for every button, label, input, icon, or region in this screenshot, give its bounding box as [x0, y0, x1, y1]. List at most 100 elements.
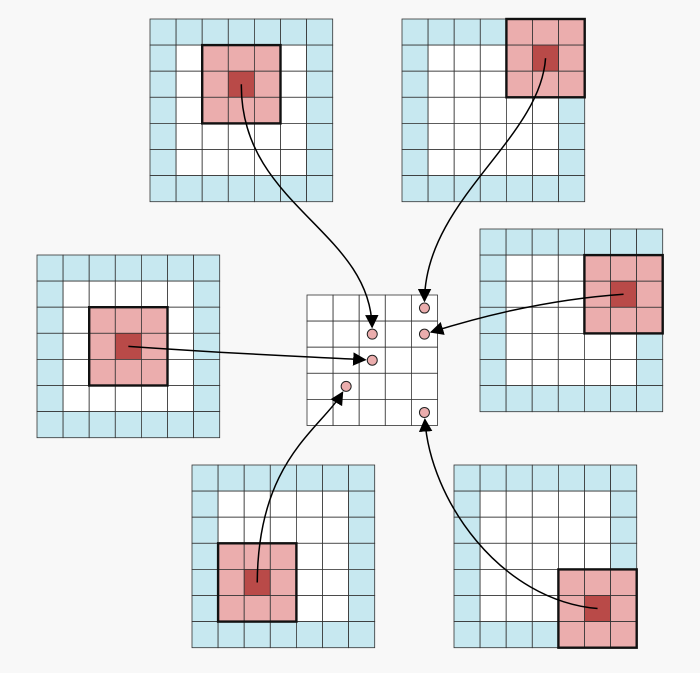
- padding-cell: [505, 385, 533, 413]
- padding-cell: [558, 96, 586, 124]
- padding-cell: [348, 621, 376, 649]
- padding-cell: [191, 516, 219, 544]
- padding-cell: [322, 621, 350, 649]
- padding-cell: [557, 385, 585, 413]
- padding-cell: [243, 464, 271, 492]
- input-cell: [62, 280, 90, 308]
- kernel-center-cell: [532, 44, 560, 72]
- output-marker-middle-left: [366, 354, 378, 366]
- input-cell: [167, 358, 195, 386]
- input-cell: [505, 332, 533, 360]
- kernel-cell: [201, 44, 229, 72]
- output-cell: [358, 372, 386, 400]
- padding-cell: [401, 70, 429, 98]
- padding-cell: [306, 123, 334, 150]
- input-cell: [269, 516, 297, 544]
- input-cell: [114, 385, 142, 413]
- kernel-cell: [636, 280, 664, 308]
- padding-cell: [227, 175, 255, 203]
- padding-cell: [193, 385, 221, 413]
- input-cell: [505, 280, 533, 308]
- arrow-middle-right: [429, 293, 624, 335]
- padding-cell: [149, 175, 177, 203]
- kernel-cell: [558, 44, 586, 72]
- kernel-cell: [243, 595, 271, 623]
- padding-cell: [531, 621, 559, 649]
- output-marker-top-right: [418, 302, 430, 314]
- padding-cell: [505, 464, 533, 492]
- input-cell: [295, 516, 323, 544]
- padding-cell: [505, 175, 533, 203]
- kernel-cell: [88, 358, 116, 386]
- input-cell: [427, 149, 455, 177]
- padding-cell: [62, 254, 90, 282]
- padding-cell: [610, 228, 638, 256]
- padding-cell: [193, 358, 221, 386]
- input-cell: [453, 149, 481, 177]
- kernel-cell: [253, 96, 281, 124]
- input-cell: [557, 332, 585, 360]
- padding-cell: [348, 569, 376, 596]
- padding-cell: [557, 228, 585, 256]
- padding-cell: [610, 490, 638, 518]
- padding-cell: [348, 595, 376, 623]
- padding-cell: [62, 411, 90, 439]
- padding-cell: [479, 385, 507, 413]
- kernel-cell: [201, 96, 229, 124]
- padding-cell: [193, 332, 221, 360]
- padding-cell: [140, 411, 168, 439]
- padding-cell: [479, 175, 507, 203]
- input-cell: [280, 96, 308, 124]
- output-cell: [306, 320, 334, 348]
- padding-cell: [453, 18, 481, 46]
- arrow-bottom-right: [418, 418, 598, 610]
- input-cell: [531, 306, 559, 334]
- padding-cell: [114, 411, 142, 439]
- padding-cell: [36, 332, 64, 360]
- padding-cell: [584, 385, 611, 413]
- input-cell: [243, 516, 271, 544]
- input-cell: [479, 595, 507, 623]
- arrow-top-left: [240, 84, 379, 329]
- kernel-cell: [636, 254, 664, 282]
- input-cell: [505, 254, 533, 282]
- kernel-window-outline: [505, 17, 586, 99]
- input-cell: [427, 123, 455, 150]
- input-cell: [557, 359, 585, 387]
- input-cell: [557, 306, 585, 334]
- padding-cell: [531, 464, 559, 492]
- output-cell: [384, 320, 412, 348]
- input-cell: [558, 490, 585, 518]
- output-marker-middle-right: [418, 328, 430, 340]
- kernel-cell: [269, 595, 297, 623]
- input-cell: [427, 70, 455, 98]
- padding-cell: [610, 516, 638, 544]
- input-cell: [201, 149, 229, 177]
- padding-cell: [401, 18, 429, 46]
- padding-cell: [401, 123, 429, 150]
- output-cell: [384, 398, 412, 426]
- input-grid-top-left: [149, 18, 334, 203]
- kernel-cell: [558, 621, 585, 649]
- input-cell: [280, 70, 308, 98]
- input-cell: [280, 149, 308, 177]
- input-cell: [175, 96, 203, 124]
- output-cell: [410, 346, 438, 374]
- input-cell: [62, 385, 90, 413]
- padding-cell: [217, 621, 245, 649]
- padding-cell: [453, 464, 481, 492]
- kernel-cell: [269, 569, 297, 596]
- input-cell: [217, 516, 245, 544]
- input-cell: [531, 332, 559, 360]
- padding-cell: [36, 306, 64, 334]
- input-cell: [558, 542, 585, 570]
- kernel-cell: [584, 306, 611, 334]
- padding-cell: [558, 149, 586, 177]
- kernel-cell: [610, 621, 638, 649]
- input-cell: [558, 516, 585, 544]
- input-cell: [505, 490, 533, 518]
- padding-cell: [453, 621, 481, 649]
- kernel-window-outline: [216, 542, 298, 623]
- input-cell: [531, 490, 559, 518]
- padding-cell: [193, 411, 221, 439]
